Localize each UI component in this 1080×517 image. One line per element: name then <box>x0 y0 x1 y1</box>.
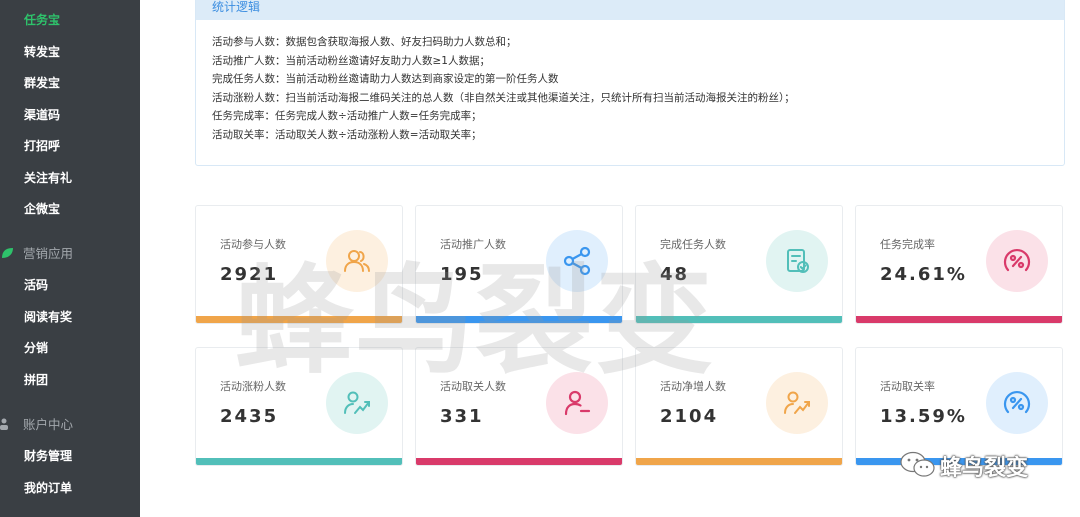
stat-label: 活动取关率 <box>880 380 935 393</box>
sidebar-group-label: 营销应用 <box>23 246 74 261</box>
sidebar-item-guanzhuyouli[interactable]: 关注有礼 <box>24 171 73 185</box>
logic-line: 完成任务人数：当前活动粉丝邀请助力人数达到商家设定的第一阶任务人数 <box>212 73 559 85</box>
percent-gauge-icon <box>986 372 1048 434</box>
card-accent-bar <box>856 316 1062 323</box>
user-net-growth-icon <box>766 372 828 434</box>
stat-label: 完成任务人数 <box>660 238 726 251</box>
card-accent-bar <box>196 458 402 465</box>
stat-card-unfollowers: 活动取关人数 331 <box>415 347 623 466</box>
sidebar-group-account[interactable]: 账户中心 <box>0 414 73 433</box>
user-growth-icon <box>326 372 388 434</box>
logic-line: 活动参与人数：数据包含获取海报人数、好友扫码助力人数总和； <box>212 36 517 48</box>
sidebar-item-dazhaohu[interactable]: 打招呼 <box>24 139 61 153</box>
stat-value: 13.59% <box>880 406 967 427</box>
stat-value: 2104 <box>660 406 719 427</box>
users-icon <box>326 230 388 292</box>
stat-card-promoters: 活动推广人数 195 <box>415 205 623 324</box>
sidebar-item-qudaoma[interactable]: 渠道码 <box>24 108 61 122</box>
card-accent-bar <box>196 316 402 323</box>
task-check-icon <box>766 230 828 292</box>
card-accent-bar <box>636 316 842 323</box>
stat-value: 24.61% <box>880 264 967 285</box>
stat-card-unfollow-rate: 活动取关率 13.59% <box>855 347 1063 466</box>
stat-card-participants: 活动参与人数 2921 <box>195 205 403 324</box>
stat-label: 活动取关人数 <box>440 380 506 393</box>
stat-label: 活动推广人数 <box>440 238 506 251</box>
stat-card-new-followers: 活动涨粉人数 2435 <box>195 347 403 466</box>
stats-logic-panel: 统计逻辑 活动参与人数：数据包含获取海报人数、好友扫码助力人数总和； 活动推广人… <box>195 0 1065 166</box>
sidebar-item-yueduyoujiang[interactable]: 阅读有奖 <box>24 310 73 324</box>
card-accent-bar <box>416 458 622 465</box>
stat-card-completion-rate: 任务完成率 24.61% <box>855 205 1063 324</box>
stat-value: 48 <box>660 264 690 285</box>
percent-gauge-icon <box>986 230 1048 292</box>
sidebar-group-label: 账户中心 <box>23 417 74 432</box>
logic-line: 活动推广人数：当前活动粉丝邀请好友助力人数≥1人数据； <box>212 54 490 67</box>
sidebar-group-marketing[interactable]: 营销应用 <box>0 243 73 262</box>
logic-line: 活动取关率：活动取关人数÷活动涨粉人数=活动取关率； <box>212 128 482 141</box>
user-group-icon <box>0 417 14 431</box>
card-accent-bar <box>416 316 622 323</box>
leaf-icon <box>0 246 14 260</box>
stat-label: 活动涨粉人数 <box>220 380 286 393</box>
wechat-account-watermark: 蜂鸟裂变 <box>900 450 1028 482</box>
card-accent-bar <box>636 458 842 465</box>
main-content: 统计逻辑 活动参与人数：数据包含获取海报人数、好友扫码助力人数总和； 活动推广人… <box>140 0 1080 517</box>
sidebar-item-zhuanfabao[interactable]: 转发宝 <box>24 45 61 59</box>
sidebar-item-qiweibao[interactable]: 企微宝 <box>24 202 61 216</box>
stat-card-completed: 完成任务人数 48 <box>635 205 843 324</box>
wechat-icon <box>900 450 936 482</box>
wechat-account-name: 蜂鸟裂变 <box>940 456 1029 481</box>
sidebar-item-fenxiao[interactable]: 分销 <box>24 341 49 355</box>
stat-label: 活动参与人数 <box>220 238 286 251</box>
stat-value: 2921 <box>220 264 279 285</box>
card-accent-bar <box>856 458 1062 465</box>
user-minus-icon <box>546 372 608 434</box>
share-icon <box>546 230 608 292</box>
sidebar-item-huoma[interactable]: 活码 <box>24 278 49 292</box>
stat-label: 活动净增人数 <box>660 380 726 393</box>
stat-label: 任务完成率 <box>880 238 935 251</box>
sidebar-item-pintuan[interactable]: 拼团 <box>24 373 49 387</box>
stat-value: 2435 <box>220 406 279 427</box>
stat-value: 331 <box>440 406 484 427</box>
sidebar-item-wodedingdan[interactable]: 我的订单 <box>24 481 73 495</box>
stats-logic-title: 统计逻辑 <box>196 0 1064 20</box>
sidebar-item-caiwuguanli[interactable]: 财务管理 <box>24 449 73 463</box>
sidebar: 任务宝 转发宝 群发宝 渠道码 打招呼 关注有礼 企微宝 营销应用 活码 阅读有… <box>0 0 140 517</box>
sidebar-item-qunfabao[interactable]: 群发宝 <box>24 76 61 90</box>
sidebar-item-renwubao[interactable]: 任务宝 <box>24 13 61 27</box>
stat-value: 195 <box>440 264 484 285</box>
logic-line: 任务完成率：任务完成人数÷活动推广人数=任务完成率； <box>212 110 482 122</box>
stat-card-net-growth: 活动净增人数 2104 <box>635 347 843 466</box>
logic-line: 活动涨粉人数：扫当前活动海报二维码关注的总人数（非自然关注或其他渠道关注，只统计… <box>212 91 795 104</box>
